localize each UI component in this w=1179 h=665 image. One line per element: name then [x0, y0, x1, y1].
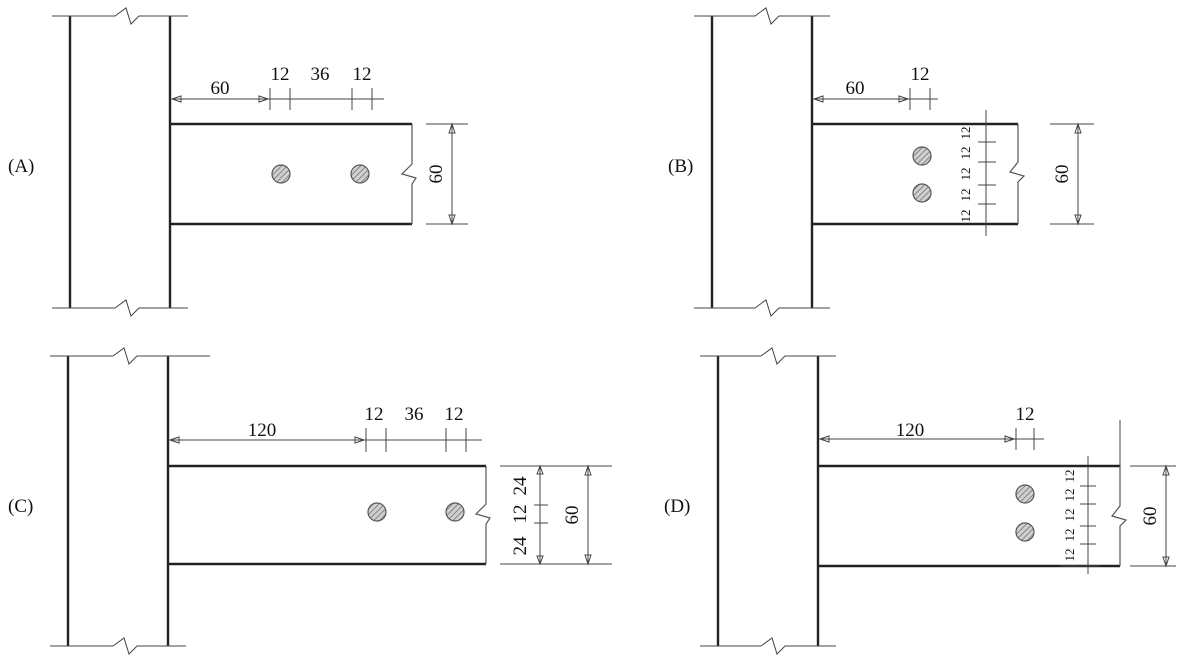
dim-c-v3: 24	[510, 536, 531, 556]
dim-a-gauge: 60	[211, 78, 230, 99]
vertical-dimension-d: 12 12 12 12 12	[1060, 456, 1100, 574]
bolt-c-2	[445, 502, 465, 522]
dim-c-pitch: 36	[405, 404, 424, 425]
dim-b-v4: 12	[958, 189, 973, 202]
top-dimension-c: 120 12 36 12	[168, 404, 482, 452]
beam-d	[818, 420, 1128, 568]
panel-label-b: (B)	[668, 156, 693, 177]
panel-c: (C) 120 12 36 12	[8, 347, 612, 655]
beam-c	[168, 464, 491, 566]
dim-c-gauge: 120	[248, 420, 277, 441]
dim-b-gauge: 60	[846, 78, 865, 99]
top-dimension-b: 60 12	[812, 64, 938, 110]
dim-d-v1: 12	[1062, 470, 1077, 483]
top-dimension-a: 60 12 36 12	[170, 64, 384, 110]
dim-b-v3: 12	[958, 168, 973, 181]
dim-c-edge-1: 12	[365, 404, 384, 425]
dim-d-depth: 60	[1140, 507, 1161, 526]
dim-c-v2: 12	[510, 505, 531, 524]
bolt-d-1	[1015, 484, 1035, 504]
depth-dimension-a: 60	[426, 122, 468, 226]
panel-b: (B) 60 12 12	[668, 7, 1094, 317]
depth-dimension-b: 60	[1050, 122, 1094, 226]
vertical-dimension-c: 24 12 24 60	[500, 464, 612, 566]
dim-c-edge-2: 12	[445, 404, 464, 425]
top-dimension-d: 120 12	[818, 404, 1044, 450]
bolt-b-1	[912, 146, 932, 166]
depth-dimension-d: 60	[1130, 464, 1176, 568]
column-b	[694, 7, 830, 317]
panel-label-a: (A)	[8, 156, 34, 177]
dim-d-v4: 12	[1062, 529, 1077, 542]
dim-d-edge: 12	[1016, 404, 1035, 425]
bolt-a-1	[271, 164, 291, 184]
dim-d-v5: 12	[1062, 549, 1077, 562]
beam-b	[812, 122, 1026, 226]
dim-d-gauge: 120	[896, 420, 925, 441]
dim-b-v1: 12	[958, 127, 973, 140]
dim-c-v1: 24	[510, 476, 531, 496]
dim-a-edge-2: 12	[353, 64, 372, 85]
beam-a	[170, 122, 417, 226]
panel-label-c: (C)	[8, 496, 33, 517]
panel-label-d: (D)	[664, 496, 690, 517]
bolt-d-2	[1015, 522, 1035, 542]
vertical-dimension-b: 12 12 12 12 12	[958, 110, 996, 236]
bolt-c-1	[367, 502, 387, 522]
dim-d-v2: 12	[1062, 489, 1077, 502]
column-d	[700, 347, 836, 655]
dim-b-depth: 60	[1052, 165, 1073, 184]
dim-b-edge: 12	[911, 64, 930, 85]
dim-d-v3: 12	[1062, 509, 1077, 522]
panel-d: (D) 120 12	[664, 347, 1176, 655]
column-c	[50, 347, 210, 655]
dim-c-depth: 60	[562, 506, 583, 525]
dim-b-v2: 12	[958, 147, 973, 160]
panel-a: (A) 60 12 36 12	[8, 7, 468, 317]
dim-a-pitch: 36	[311, 64, 330, 85]
dim-a-depth: 60	[426, 165, 447, 184]
dim-a-edge-1: 12	[271, 64, 290, 85]
column-a	[52, 7, 188, 317]
dim-b-v5: 12	[958, 210, 973, 223]
bolt-b-2	[912, 183, 932, 203]
bolt-a-2	[350, 164, 370, 184]
